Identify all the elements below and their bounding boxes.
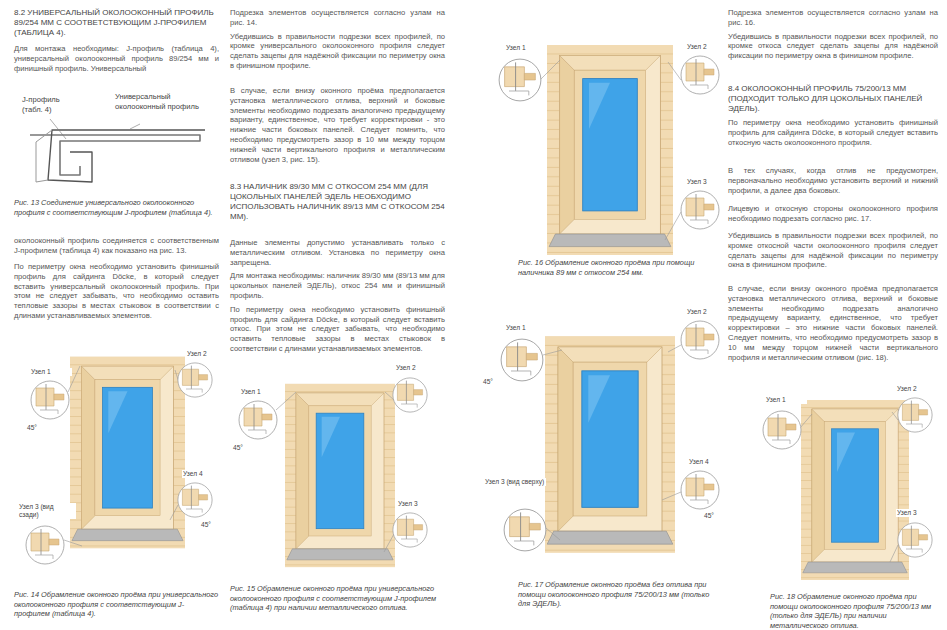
callout-label: Узел 1 [765,396,807,404]
callout-label: Узел 1 [240,388,278,396]
section-heading: 8.2 УНИВЕРСАЛЬНЫЙ ОКОЛООКОННЫЙ ПРОФИЛЬ 8… [14,8,219,38]
body-text: Данные элементы допустимо устанавливать … [230,238,445,267]
figure-caption: Рис. 13 Соединение универсального околоо… [14,198,219,217]
angle-label: 45° [703,512,721,520]
part-label: Универсальный околооконный профиль [115,92,203,111]
callout-label: Узел 3 [896,509,938,517]
callout-label: Узел 2 [686,308,722,316]
body-text: По периметру окна необходимо установить … [14,262,219,321]
angle-label: 45° [482,378,502,386]
section-heading: 8.3 НАЛИЧНИК 89/30 ММ С ОТКОСОМ 254 ММ (… [230,182,445,222]
callout-label: Узел 1 [505,324,547,332]
callout-label: Узел 3 [686,178,722,186]
figure-caption: Рис. 18 Обрамление оконного проёма при п… [770,592,935,630]
figure-caption: Рис. 16 Обрамление оконного проёма при п… [518,258,718,277]
callout-label: Узел 1 [30,368,72,376]
callout-label: Узел 2 [686,43,722,51]
angle-label: 45° [26,424,48,432]
body-text: Убедившись в правильности подрезки всех … [230,32,445,71]
body-text: По периметру окна необходимо установить … [728,118,938,147]
callout-label: Узел 2 [186,350,222,358]
body-text: Лицевую и откосную стороны околооконного… [728,204,938,224]
section-heading: 8.4 ОКОЛООКОННЫЙ ПРОФИЛЬ 75/200/13 ММ (П… [728,84,938,114]
callout-label: Узел 4 [182,470,220,478]
body-text: Убедившись в правильности подрезки всех … [728,231,938,270]
body-text: Подрезка элементов осуществляется соглас… [230,8,445,28]
callout-label: Узел 4 [688,458,722,466]
callout-label: Узел 3 (вид сзади) [18,503,76,519]
body-text: Для монтажа необходимы: J-профиль (табли… [14,44,219,73]
callout-label: Узел 2 [395,364,437,372]
body-text: Подрезка элементов осуществляется соглас… [728,8,938,28]
angle-label: 45° [232,444,252,452]
figure-caption: Рис. 17 Обрамление оконного проёма без о… [518,580,718,609]
body-text: Убедившись в правильности подрезки всех … [728,32,938,61]
body-text: околооконный профиль соединяется с соотв… [14,236,219,256]
body-text: В случае, если внизу оконного проёма пре… [728,284,938,362]
callout-label: Узел 3 (вид сверху) [484,478,546,486]
angle-label: 45° [200,521,220,529]
body-text: Для монтажа необходимы: наличник 89/30 м… [230,271,445,300]
callout-label: Узел 1 [505,44,547,52]
part-label: J-профиль (табл. 4) [22,95,82,114]
body-text: В случае, если внизу оконного проёма пре… [230,86,445,164]
body-text: По периметру окна необходимо установить … [230,305,445,354]
callout-label: Узел 3 [397,500,439,508]
body-text: В тех случаях, когда отлив не предусмотр… [728,166,938,195]
figure-caption: Рис. 15 Обрамление оконного проёма при у… [230,584,445,613]
callout-label: Узел 2 [896,385,938,393]
figure-caption: Рис. 14 Обрамление оконного проёма при у… [14,590,219,619]
